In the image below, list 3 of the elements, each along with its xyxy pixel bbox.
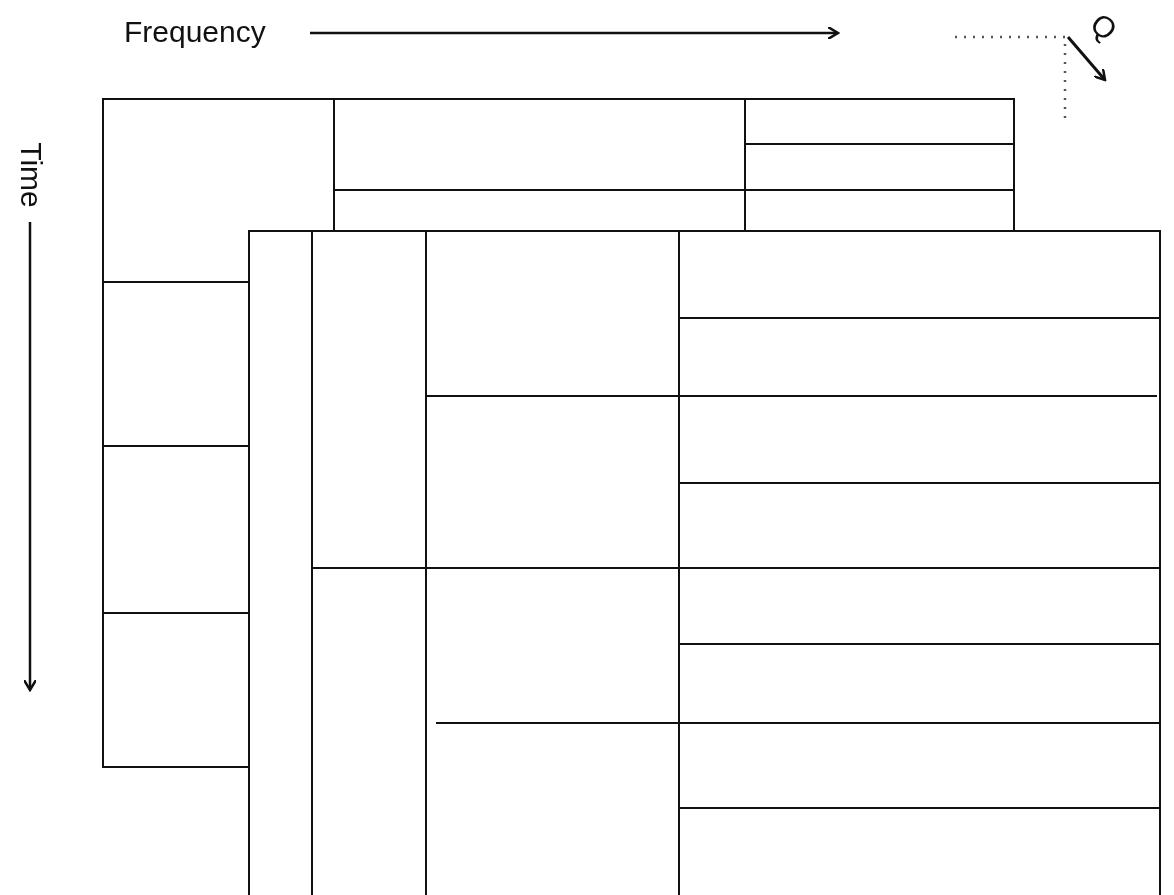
axis-symbol: Q [1085, 8, 1123, 46]
axis-label: Time [15, 142, 46, 208]
axis-label: Frequency [124, 17, 266, 47]
